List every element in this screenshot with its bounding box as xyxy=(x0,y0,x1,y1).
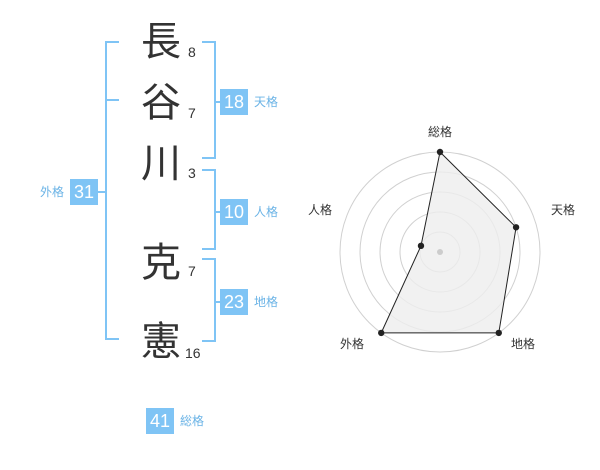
jinkaku-bracket-vertical xyxy=(214,169,216,250)
radar-series-polygon xyxy=(380,150,517,334)
chikaku-value: 23 xyxy=(220,289,248,315)
radar-label-soukaku: 総格 xyxy=(428,125,453,139)
chikaku-bracket-top xyxy=(202,258,216,260)
tenkaku-bracket-vertical xyxy=(214,41,216,159)
stroke-count-5: 16 xyxy=(185,345,201,361)
tenkaku-value: 18 xyxy=(220,89,248,115)
gaikaku-bracket-connector xyxy=(97,191,107,193)
radar-label-tenkaku: 天格 xyxy=(551,203,576,217)
jinkaku-bracket-top xyxy=(202,169,216,171)
tenkaku-bracket-connector xyxy=(214,101,222,103)
jinkaku-bracket-bottom xyxy=(202,248,216,250)
name-char-4: 克 xyxy=(141,240,181,286)
gaikaku-value: 31 xyxy=(70,179,98,205)
tenkaku-bracket-top xyxy=(202,41,216,43)
stroke-count-1: 8 xyxy=(188,44,196,60)
stroke-count-2: 7 xyxy=(188,105,196,121)
tenkaku-label: 天格 xyxy=(254,95,279,109)
chikaku-bracket-bottom xyxy=(202,340,216,342)
gaikaku-label: 外格 xyxy=(40,185,65,199)
radar-label-gaikaku: 外格 xyxy=(340,337,365,351)
radar-center-dot xyxy=(437,249,443,255)
name-char-1: 長 xyxy=(141,19,181,65)
name-char-5: 憲 xyxy=(141,319,181,365)
soukaku-label: 総格 xyxy=(180,414,205,428)
chikaku-bracket-vertical xyxy=(214,258,216,342)
radar-point-4 xyxy=(417,242,425,250)
name-char-3: 川 xyxy=(141,141,181,187)
gaikaku-bracket-top xyxy=(105,41,119,43)
chikaku-bracket-connector xyxy=(214,301,222,303)
stroke-count-3: 3 xyxy=(188,165,196,181)
radar-label-jinkaku: 人格 xyxy=(308,203,333,217)
radar-label-chikaku: 地格 xyxy=(511,337,536,351)
radar-point-0 xyxy=(436,148,444,156)
name-char-2: 谷 xyxy=(141,80,181,126)
soukaku-value: 41 xyxy=(146,408,174,434)
radar-point-2 xyxy=(495,329,502,337)
jinkaku-bracket-connector xyxy=(214,211,222,213)
gaikaku-bracket-vertical xyxy=(105,41,107,340)
stroke-count-4: 7 xyxy=(188,263,196,279)
gaikaku-bracket-bottom xyxy=(105,338,119,340)
jinkaku-label: 人格 xyxy=(254,205,279,219)
radar-point-3 xyxy=(378,329,385,337)
chikaku-label: 地格 xyxy=(254,295,279,309)
gaikaku-bracket-tick-mid1 xyxy=(105,99,119,101)
tenkaku-bracket-bottom xyxy=(202,157,216,159)
radar-point-1 xyxy=(512,224,520,231)
jinkaku-value: 10 xyxy=(220,199,248,225)
